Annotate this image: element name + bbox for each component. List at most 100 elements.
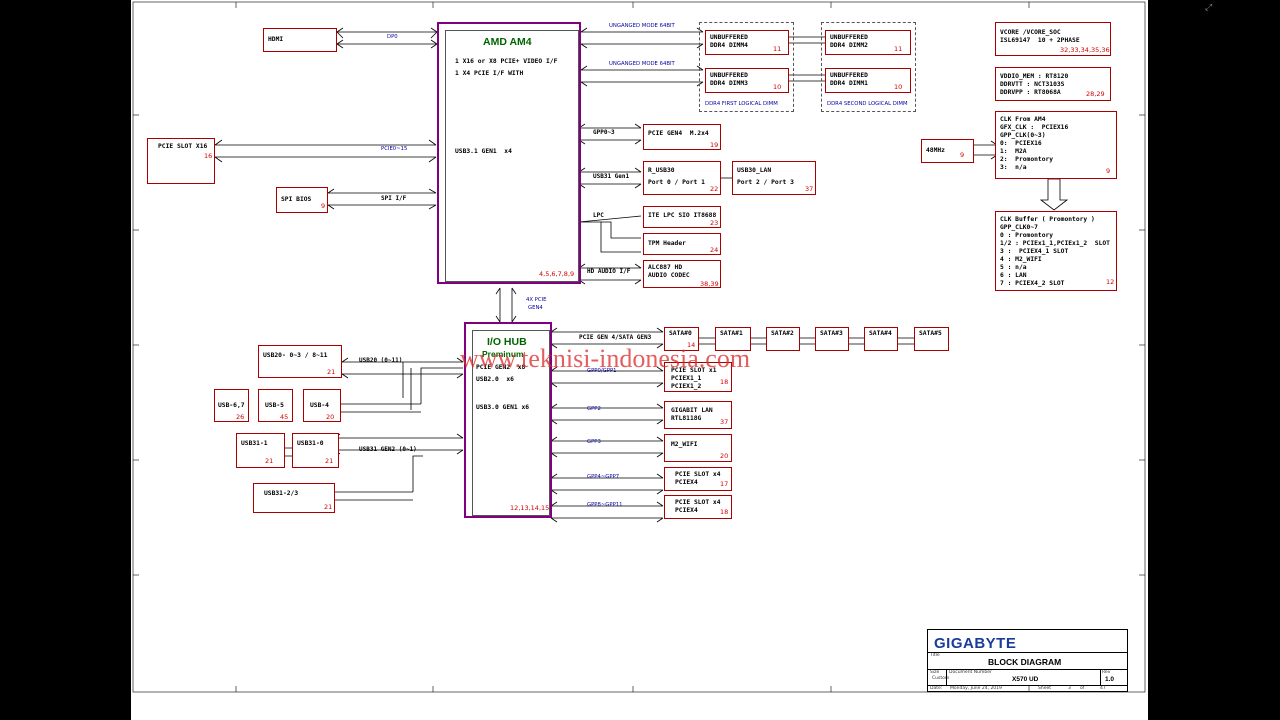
second-logical-dimm-label: DDR4 SECOND LOGICAL DIMM <box>827 101 908 107</box>
io-hub-block: I/O HUB Preminum PCIE GEN2 x8 USB2.0 x6 … <box>464 322 552 518</box>
m2-pcie-gen4-box: PCIE GEN4 M.2x4 19 <box>643 124 721 150</box>
usb5-label: USB-5 <box>265 402 284 409</box>
size-label: Size <box>930 670 940 675</box>
clkbuf-line5: 3 : PCIEX4_1 SLOT <box>1000 248 1069 255</box>
dp-signal-label: DP0 <box>387 34 398 40</box>
usb5-box: USB-5 45 <box>258 389 293 422</box>
usb30-lan-line2: Port 2 / Port 3 <box>737 179 794 186</box>
cpu-usb: USB3.1 GEN1 x4 <box>455 148 512 155</box>
sata1-label: SATA#1 <box>720 330 743 337</box>
clkbuf-line9: 7 : PCIEX4_2 SLOT <box>1000 280 1065 287</box>
watermark-text: www.teknisi-indonesia.com <box>460 344 751 373</box>
clkbuf-page: 12 <box>1106 278 1115 286</box>
clk-line3: GPP_CLK(0~3) <box>1000 132 1046 139</box>
sata3-box: SATA#3 <box>815 327 849 351</box>
connection-lines <box>132 1 1146 693</box>
hub-line3: USB3.0 GEN1 x6 <box>476 404 530 411</box>
cpu-line2: 1 X4 PCIE I/F WITH <box>455 70 524 77</box>
sheet-label: Sheet <box>1038 686 1052 691</box>
dimm2-page: 11 <box>894 45 903 53</box>
clk-page: 9 <box>1106 167 1111 175</box>
r-usb30-box: R_USB30 Port 0 / Port 1 22 <box>643 161 721 195</box>
m2-wifi-box: M2_WIFI 20 <box>664 434 732 462</box>
usb31-1-box: USB31-1 21 <box>236 433 285 468</box>
usb20-box: USB20- 0~3 / 8~11 21 <box>258 345 342 378</box>
vddio-box: VDDIO_MEM : RT8120 DDRVTT : NCT3103S DDR… <box>995 67 1111 101</box>
hub-subtitle: Preminum <box>482 349 524 359</box>
usb31-23-page: 21 <box>324 503 333 511</box>
pcie-slot-x4-b-box: PCIE SLOT x4 PCIEX4 18 <box>664 495 732 519</box>
usb5-page: 45 <box>280 413 289 421</box>
sata4-box: SATA#4 <box>864 327 898 351</box>
clk-line2: GFX_CLK : PCIEX16 <box>1000 124 1069 131</box>
usb20-page: 21 <box>327 368 336 376</box>
r-usb30-line1: R_USB30 <box>648 167 675 174</box>
sata0-box: SATA#0 14 <box>664 327 699 351</box>
usb20-label: USB20- 0~3 / 8~11 <box>263 352 328 359</box>
link-label-2: GEN4 <box>528 305 543 311</box>
hub-line2: USB2.0 x6 <box>476 376 514 383</box>
pcie-x1-line2: PCIEX1_1 <box>671 375 702 382</box>
audio-page: 38,39 <box>700 280 719 288</box>
ite-sio-page: 23 <box>710 219 719 227</box>
r-usb30-page: 22 <box>710 185 719 193</box>
spi-signal-label: SPI I/F <box>381 195 407 202</box>
sata2-label: SATA#2 <box>771 330 794 337</box>
clkbuf-line7: 5 : n/a <box>1000 264 1027 271</box>
slot4b-line1: PCIE SLOT x4 <box>675 499 721 506</box>
sata5-box: SATA#5 <box>914 327 949 351</box>
m2-page: 19 <box>710 141 719 149</box>
usb31-23-box: USB31-2/3 21 <box>253 483 335 513</box>
clkbuf-line6: 4 : M2_WIFI <box>1000 256 1042 263</box>
gpp4-7-signal: GPP4~GPP7 <box>587 474 620 480</box>
hd-audio-label: HD AUDIO I/F <box>587 268 631 275</box>
of-label: of <box>1080 686 1085 691</box>
gpp0-3-label: GPP0~3 <box>593 129 615 136</box>
usb4-page: 20 <box>326 413 335 421</box>
rev-label: Rev <box>1102 670 1111 675</box>
ite-sio-box: ITE LPC SIO IT8688 23 <box>643 206 721 228</box>
dimm-mode-top: UNGANGED MODE 64BIT <box>609 23 675 29</box>
clkbuf-line1: CLK Buffer ( Promontory ) <box>1000 216 1095 223</box>
usb31-gen2-signal: USB31 GEN2 (0~1) <box>359 446 417 453</box>
date-value: Monday, June 24, 2019 <box>950 686 1002 691</box>
rev-value: 1.0 <box>1105 676 1115 683</box>
vcore-line1: VCORE /VCORE_SOC <box>1000 29 1061 36</box>
slot4a-line1: PCIE SLOT x4 <box>675 471 721 478</box>
sheet-value: 3 <box>1068 686 1071 691</box>
r-usb30-line2: Port 0 / Port 1 <box>648 179 705 186</box>
dimm1-page: 10 <box>894 83 903 91</box>
pcie-x16-label: PCIE SLOT X16 <box>158 143 208 150</box>
tpm-header-box: TPM Header 24 <box>643 233 721 255</box>
dimm2-box: UNBUFFERED DDR4 DIMM2 11 <box>825 30 911 55</box>
link-label-1: 4X PCIE <box>526 297 547 303</box>
vcore-box: VCORE /VCORE_SOC ISL69147 10 + 2PHASE 32… <box>995 22 1111 56</box>
vcore-line2: ISL69147 10 + 2PHASE <box>1000 37 1080 44</box>
vddio-page: 28,29 <box>1086 90 1105 98</box>
audio-codec-box: ALC887 HD AUDIO CODEC 38,39 <box>643 260 721 288</box>
sata0-label: SATA#0 <box>669 330 692 337</box>
dimm1-box: UNBUFFERED DDR4 DIMM1 10 <box>825 68 911 93</box>
vddio-line2: DDRVTT : NCT3103S <box>1000 81 1065 88</box>
audio-line1: ALC887 HD <box>648 264 683 271</box>
slot4b-page: 18 <box>720 508 729 516</box>
vddio-line3: DDRVPP : RT8068A <box>1000 89 1061 96</box>
clkbuf-line4: 1/2 : PCIEx1_1,PCIEx1_2 SLOT <box>1000 240 1110 247</box>
vcore-page: 32,33,34,35,36 <box>1060 46 1110 54</box>
expand-icon[interactable]: ⤢ <box>1205 3 1213 13</box>
slot4a-page: 17 <box>720 480 729 488</box>
sata3-label: SATA#3 <box>820 330 843 337</box>
dimm4-box: UNBUFFERED DDR4 DIMM4 11 <box>705 30 789 55</box>
osc-page: 9 <box>960 151 965 159</box>
dimm4-line1: UNBUFFERED <box>710 34 748 41</box>
lpc-label: LPC <box>593 212 604 219</box>
hub-line1: PCIE GEN2 x8 <box>476 364 526 371</box>
gigabit-lan-box: GIGABIT LAN RTL8118G 37 <box>664 401 732 429</box>
clk-line6: 2: Promontory <box>1000 156 1054 163</box>
hub-title: I/O HUB <box>487 336 527 348</box>
sata0-page: 14 <box>687 341 696 349</box>
clk-line7: 3: n/a <box>1000 164 1027 171</box>
clk-am4-box: CLK From AM4 GFX_CLK : PCIEX16 GPP_CLK(0… <box>995 111 1117 179</box>
usb31-0-page: 21 <box>325 457 334 465</box>
dimm1-line1: UNBUFFERED <box>830 72 868 79</box>
